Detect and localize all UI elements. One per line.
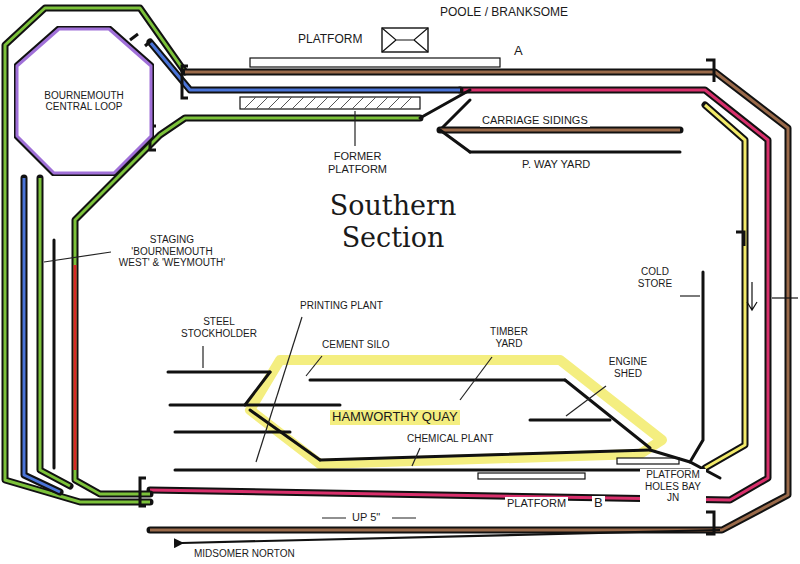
- point-marker: B: [592, 496, 605, 511]
- platform-label: FORMER PLATFORM: [318, 150, 397, 175]
- industry-label: PRINTING PLANT: [298, 300, 385, 312]
- point-marker: A: [512, 44, 525, 59]
- junction-label: PLATFORM HOLES BAY JN: [640, 469, 706, 504]
- yard-label: HAMWORTHY QUAY: [330, 410, 460, 425]
- industry-label: CHEMICAL PLANT: [405, 433, 495, 445]
- staging-label: STAGING 'BOURNEMOUTH WEST' & 'WEYMOUTH': [115, 234, 229, 269]
- industry-label: STEEL STOCKHOLDER: [176, 316, 262, 339]
- siding-label: CARRIAGE SIDINGS: [480, 114, 590, 127]
- industry-label: TIMBER YARD: [478, 326, 540, 349]
- industry-label: COLD STORE: [628, 266, 682, 289]
- yard-label: P. WAY YARD: [520, 158, 592, 171]
- diagram-title: Southern Section: [318, 190, 468, 255]
- platform-label: PLATFORM: [505, 497, 568, 510]
- loop-label: BOURNEMOUTH CENTRAL LOOP: [41, 90, 127, 113]
- gradient-label: UP 5": [350, 511, 382, 524]
- platform-label: PLATFORM: [296, 33, 364, 47]
- station-name: POOLE / BRANKSOME: [438, 6, 570, 20]
- industry-label: CEMENT SILO: [320, 339, 392, 351]
- loop-octagon: BOURNEMOUTH CENTRAL LOOP: [14, 26, 154, 176]
- destination-label: MIDSOMER NORTON: [192, 548, 297, 560]
- shed-label: ENGINE SHED: [598, 356, 658, 379]
- node-text-box: BOURNEMOUTH CENTRAL LOOP: [41, 90, 127, 113]
